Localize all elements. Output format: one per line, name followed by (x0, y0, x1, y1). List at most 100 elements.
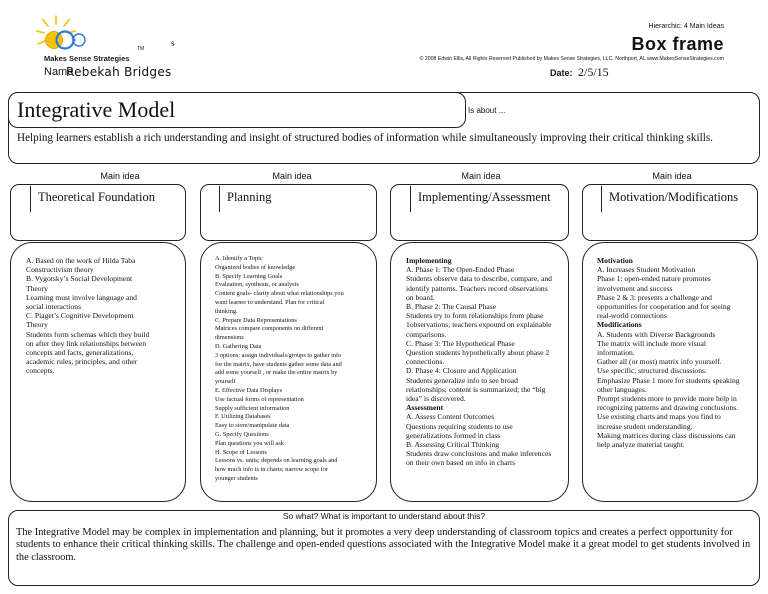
detail-line: Matrices compare components on different (215, 325, 324, 333)
detail-line: on after they link relationships between (26, 338, 146, 348)
detail-line: Use existing charts and maps you find to (597, 412, 721, 422)
detail-line: Phase 1: open-ended nature promotes (597, 274, 711, 284)
detail-line: A. Assess Content Outcomes (406, 412, 495, 422)
main-idea-tick-1 (30, 186, 31, 212)
detail-line: for the matrix, have students gather som… (215, 360, 342, 368)
hierarchy-label: Hierarchic: 4 Main Ideas (648, 23, 724, 30)
detail-line: Constructivism theory (26, 265, 94, 275)
detail-line: A. Based on the work of Hilda Taba (26, 256, 136, 265)
main-idea-tick-4 (601, 186, 602, 212)
date-value: 2/5/15 (578, 65, 609, 79)
detail-line: C. Piaget’s Cognitive Development (26, 311, 134, 321)
main-idea-label-4: Main idea (652, 171, 692, 181)
detail-line: how much info is in charts; narrow scope… (215, 466, 328, 474)
detail-line: B. Phase 2: The Causal Phase (406, 302, 497, 312)
main-idea-label-1: Main idea (100, 171, 140, 181)
detail-line: increase student understanding. (597, 421, 693, 431)
detail-line: younger students (215, 474, 258, 482)
main-idea-title-1: Theoretical Foundation (38, 190, 155, 204)
detail-line: recognizing patterns and drawing conclus… (597, 403, 739, 413)
detail-line: A. Increases Student Motivation (597, 265, 696, 275)
topic-title: Integrative Model (17, 97, 176, 122)
so-what-frame (8, 510, 760, 586)
detail-line: 3 options: assign individuals/groups to … (215, 351, 342, 359)
main-idea-title-3: Implementing/Assessment (418, 190, 551, 204)
detail-line: Supply sufficient information (215, 404, 290, 412)
detail-line: opportunities for cooperation and for se… (597, 302, 731, 312)
detail-line: H. Scope of Lessons (215, 448, 267, 456)
main-idea-title-2: Planning (227, 190, 272, 204)
detail-line: C. Phase 3: The Hypothetical Phase (406, 338, 515, 348)
main-idea-box-2 (200, 184, 377, 241)
detail-line: Theory (26, 283, 48, 293)
detail-line: want learner to understand. Plan for cri… (215, 298, 325, 306)
detail-box-3 (390, 242, 569, 502)
detail-line: real-world connections (597, 311, 667, 321)
detail-line: Making matrices during class discussions… (597, 430, 736, 440)
main-idea-tick-3 (410, 186, 411, 212)
detail-line: comparisons. (406, 329, 447, 339)
topic-description: Helping learners establish a rich unders… (17, 132, 713, 144)
detail-line: idea” is discovered. (406, 394, 466, 404)
detail-line: B. Assessing Critical Thinking (406, 440, 500, 450)
detail-line: other languages. (597, 384, 647, 394)
detail-line: on their own based on info in charts (406, 458, 516, 468)
detail-line: Easy to store/manipulate data (215, 422, 290, 430)
detail-line: identify patterns. Teachers record obser… (406, 283, 548, 293)
detail-line: concepts and facts, generalizations, (26, 348, 134, 358)
detail-line: Students try to form relationships from … (406, 311, 544, 321)
detail-line: dimensions (215, 334, 244, 342)
detail-line: Students generalize info to see broad (406, 375, 518, 385)
detail-line: Use factual forms of representation (215, 395, 304, 403)
is-about-label: Is about ... (468, 106, 506, 115)
detail-line: Lessons vs. units; depends on learning g… (215, 457, 338, 465)
detail-heading: Assessment (406, 403, 444, 413)
detail-heading: Modifications (597, 320, 642, 330)
detail-line: help analyze material taught. (597, 440, 685, 450)
detail-line: Use specific, structured discussions. (597, 366, 707, 376)
makes-sense-strategies-logo (36, 15, 86, 50)
main-idea-title-4: Motivation/Modifications (609, 190, 739, 204)
copyright-notice: © 2008 Edwin Ellis, All Rights Reserved … (419, 56, 724, 62)
detail-line: The matrix will include more visual (597, 338, 707, 348)
frame-title: Box frame (631, 34, 724, 54)
detail-line: Organized bodies of knowledge (215, 263, 296, 271)
detail-line: 1observations; teachers expound on expla… (406, 320, 552, 330)
detail-line: D. Phase 4: Closure and Application (406, 366, 517, 376)
detail-line: academic rules, principles, and other (26, 357, 138, 367)
detail-line: Gather all (or most) matrix info yoursel… (597, 357, 722, 367)
detail-line: on board. (406, 292, 435, 302)
detail-line: information. (597, 348, 635, 358)
detail-heading: Implementing (406, 256, 452, 265)
detail-line: involvement and success (597, 283, 673, 293)
detail-line: Emphasize Phase 1 more for students spea… (597, 375, 740, 385)
detail-line: concepts. (26, 366, 55, 376)
detail-line: thinking. (215, 307, 238, 315)
detail-line: F. Utilizing Databases (215, 413, 271, 421)
detail-line: Learning must involve language and (26, 292, 137, 302)
detail-line: yourself (215, 378, 236, 386)
detail-line: Plan questions you will ask (215, 439, 284, 447)
detail-line: B. Specify Learning Goals (215, 272, 283, 280)
main-idea-tick-2 (219, 186, 220, 212)
brand-name: Makes Sense Strategies (44, 54, 130, 63)
detail-line: C. Prepare Data Representations (215, 316, 297, 324)
detail-line: Theory (26, 320, 48, 330)
detail-line: Evaluation, synthesis, or analysis (215, 281, 299, 289)
detail-line: connections. (406, 357, 445, 367)
main-idea-label-2: Main idea (272, 171, 312, 181)
detail-line: Questions requiring students to use (406, 421, 513, 431)
main-idea-label-3: Main idea (461, 171, 501, 181)
detail-box-2 (200, 242, 377, 502)
detail-line: G. Specify Questions (215, 430, 269, 438)
so-what-question: So what? What is important to understand… (282, 511, 486, 521)
detail-line: Content goals- clarity about what relati… (215, 290, 344, 298)
detail-line: B. Vygotsky’s Social Development (26, 274, 133, 284)
name-value: Rebekah Bridges (66, 65, 172, 79)
detail-line: Students observe data to describe, compa… (406, 274, 552, 284)
detail-line: Students form schemas which they build (26, 329, 150, 339)
